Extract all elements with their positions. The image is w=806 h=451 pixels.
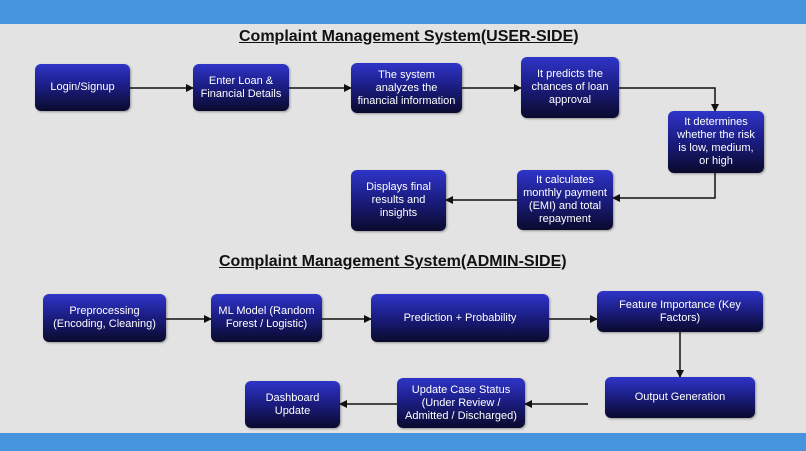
node-ml-model: ML Model (Random Forest / Logistic) [211,294,322,342]
node-preprocessing: Preprocessing (Encoding, Cleaning) [43,294,166,342]
node-update-case-status: Update Case Status (Under Review / Admit… [397,378,525,428]
node-dashboard-update: Dashboard Update [245,381,340,428]
node-output-generation: Output Generation [605,377,755,418]
node-login-signup: Login/Signup [35,64,130,111]
arrow-predict-to-risk [619,87,719,112]
node-enter-loan-details: Enter Loan & Financial Details [193,64,289,111]
node-feature-importance: Feature Importance (Key Factors) [597,291,763,332]
node-predicts-approval: It predicts the chances of loan approval [521,57,619,118]
top-accent-bar [0,0,806,24]
node-determines-risk: It determines whether the risk is low, m… [668,111,764,173]
node-displays-results: Displays final results and insights [351,170,446,231]
node-prediction-probability: Prediction + Probability [371,294,549,342]
admin-side-title: Complaint Management System(ADMIN-SIDE) [219,253,567,270]
node-calculates-emi: It calculates monthly payment (EMI) and … [517,170,613,230]
arrow-risk-to-calculate [612,173,716,202]
bottom-accent-bar [0,433,806,451]
node-system-analyzes: The system analyzes the financial inform… [351,63,462,113]
user-side-title: Complaint Management System(USER-SIDE) [239,28,579,45]
